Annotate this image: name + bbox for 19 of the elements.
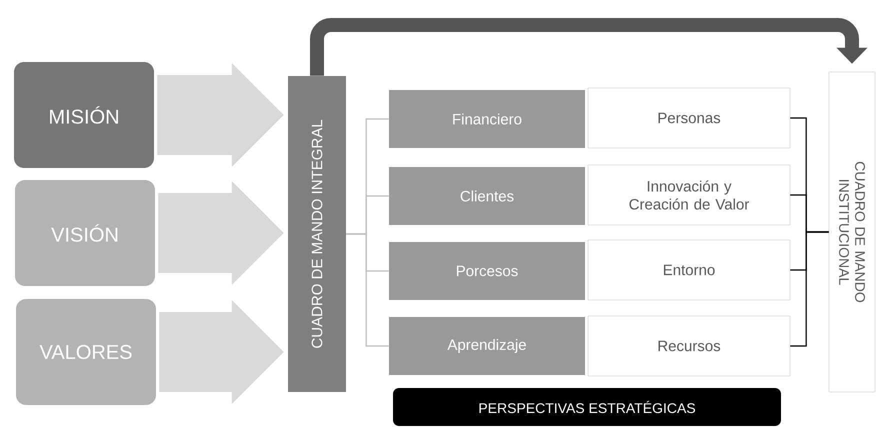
vertical-title-box: CUADRO DE MANDO INSTITUCIONAL — [828, 72, 876, 392]
statement-box: VISIÓN — [15, 180, 155, 286]
perspective-box: Financiero — [389, 90, 585, 148]
block-arrow — [157, 63, 284, 167]
connector-line — [346, 233, 389, 347]
perspective-box: Personas — [588, 88, 790, 148]
connector-line — [790, 231, 829, 347]
perspective-box: Recursos — [588, 316, 790, 376]
perspective-box: Porcesos — [389, 242, 585, 300]
vertical-title-bar: CUADRO DE MANDO INTEGRAL — [288, 76, 346, 392]
block-arrow — [158, 181, 284, 285]
block-arrow — [159, 300, 284, 404]
statement-box: VALORES — [16, 299, 156, 405]
section-banner: PERSPECTIVAS ESTRATÉGICAS — [393, 388, 781, 426]
statement-box: MISIÓN — [14, 62, 154, 168]
perspective-box: Aprendizaje — [389, 317, 585, 375]
perspective-box: Entorno — [588, 240, 790, 300]
perspective-box: Clientes — [389, 167, 585, 225]
perspective-box: Innovación y Creación de Valor — [588, 164, 790, 226]
